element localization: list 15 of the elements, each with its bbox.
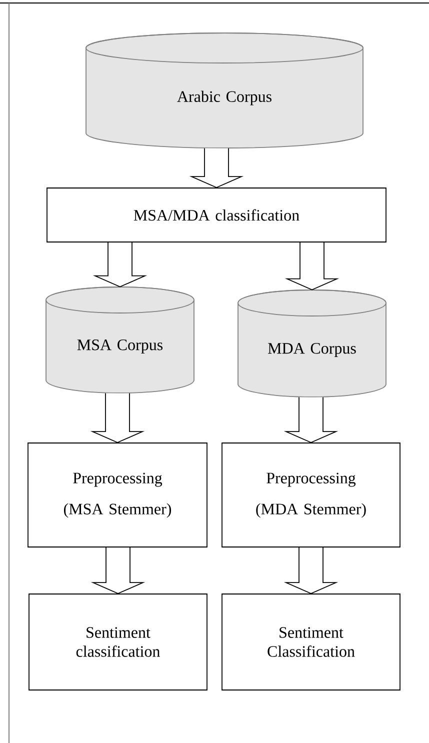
cylinder: MSA Corpus xyxy=(46,286,194,394)
process-box: Preprocessing (MSA Stemmer) xyxy=(28,442,208,548)
block-arrow xyxy=(284,547,338,594)
block-arrow xyxy=(284,242,340,290)
block-arrow xyxy=(189,148,244,188)
process-box: MSA/MDA classification xyxy=(46,188,386,242)
block-arrow xyxy=(92,242,148,288)
block-arrow xyxy=(90,547,146,594)
process-box: Sentiment classification xyxy=(28,594,208,690)
cylinder: Arabic Corpus xyxy=(86,32,364,148)
block-arrow xyxy=(90,392,145,444)
process-box: Sentiment Classification xyxy=(222,594,400,690)
block-arrow xyxy=(284,396,338,444)
cylinder: MDA Corpus xyxy=(238,290,386,398)
process-box: Preprocessing (MDA Stemmer) xyxy=(222,442,400,548)
